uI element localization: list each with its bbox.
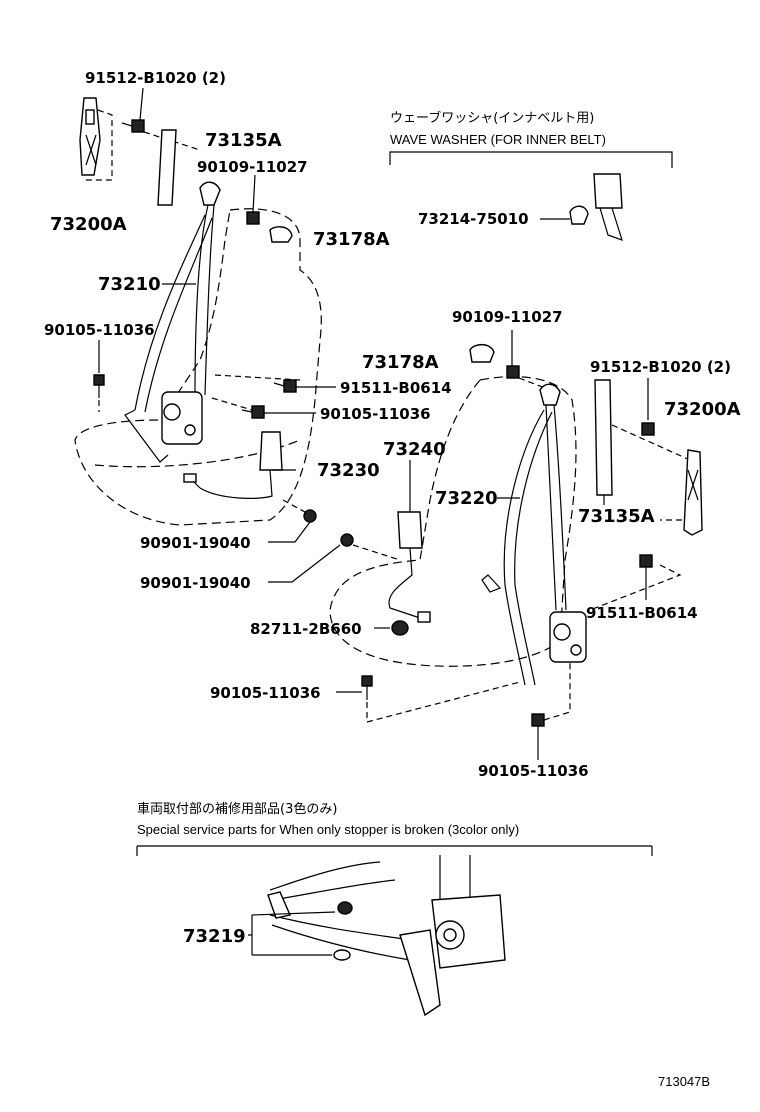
label-91512-right: 91512-B1020 (2) (590, 358, 731, 376)
label-90105-midleft: 90105-11036 (320, 405, 431, 423)
stopper-73219-bottom (333, 949, 351, 961)
label-73230: 73230 (317, 460, 380, 481)
clip-90901-a (303, 509, 317, 523)
label-73220: 73220 (435, 488, 498, 509)
cover-73135a-left (157, 129, 177, 206)
nut-90109-top (246, 211, 260, 225)
bolt-90105-lower (361, 675, 373, 700)
right-seat-outline (329, 376, 577, 667)
left-anchor-dash (82, 109, 113, 181)
bolt-90105-bottom (531, 713, 545, 727)
label-73135a-left: 73135A (205, 130, 282, 151)
label-90105-left: 90105-11036 (44, 321, 155, 339)
label-90901-a: 90901-19040 (140, 534, 251, 552)
stopper-73219-top (337, 901, 353, 915)
label-91511-right: 91511-B0614 (586, 604, 698, 622)
label-91511-left: 91511-B0614 (340, 379, 452, 397)
label-82711: 82711-2B660 (250, 620, 362, 638)
leader-73219 (248, 911, 336, 956)
buckle-73240 (388, 511, 431, 623)
buckle-73230 (183, 431, 283, 499)
nut-90109-mid (506, 365, 520, 379)
anchor-73200a-left (79, 97, 101, 176)
label-90105-bottom: 90105-11036 (478, 762, 589, 780)
cover-73135a-right (594, 379, 613, 496)
label-90109-top: 90109-11027 (197, 158, 308, 176)
inner-belt-73214 (569, 173, 623, 241)
wave-washer-bracket (389, 151, 673, 168)
clip-90901-b (340, 533, 354, 547)
bolt-90105-left (93, 374, 105, 398)
bolt-91512-top (121, 119, 145, 133)
wave-washer-note-jp: ウェーブワッシャ(インナベルト用) (390, 110, 594, 126)
label-73219: 73219 (183, 926, 246, 947)
cap-73178a-top (269, 226, 293, 243)
retractor-left (161, 391, 203, 445)
anchor-73200a-right (683, 449, 703, 536)
label-90105-lower: 90105-11036 (210, 684, 321, 702)
label-73135a-right: 73135A (578, 506, 655, 527)
label-73214: 73214-75010 (418, 210, 529, 228)
left-seat-outline (74, 208, 322, 526)
bolt-91511-left (273, 379, 297, 393)
service-note-en: Special service parts for When only stop… (137, 822, 519, 837)
diagram-code: 713047B (658, 1074, 710, 1089)
service-note-jp: 車両取付部の補修用部品(3色のみ) (137, 801, 337, 817)
label-90901-b: 90901-19040 (140, 574, 251, 592)
bolt-91512-right (641, 422, 655, 436)
label-73178a-top: 73178A (313, 229, 390, 250)
belt-73220 (481, 383, 567, 686)
retractor-right (549, 611, 587, 663)
label-90109-mid: 90109-11027 (452, 308, 563, 326)
label-73200a-right: 73200A (664, 399, 741, 420)
label-73200a-left: 73200A (50, 214, 127, 235)
nut-82711 (391, 620, 409, 636)
belt-73210 (124, 181, 221, 463)
bolt-90105-midleft (241, 405, 265, 419)
wave-washer-note-en: WAVE WASHER (FOR INNER BELT) (390, 132, 606, 147)
label-73178a-mid: 73178A (362, 352, 439, 373)
label-73240: 73240 (383, 439, 446, 460)
cap-73178a-mid (469, 343, 495, 363)
label-73210: 73210 (98, 274, 161, 295)
label-91512-top: 91512-B1020 (2) (85, 69, 226, 87)
service-belt-assembly (267, 855, 506, 1017)
bolt-91511-right (639, 554, 653, 568)
